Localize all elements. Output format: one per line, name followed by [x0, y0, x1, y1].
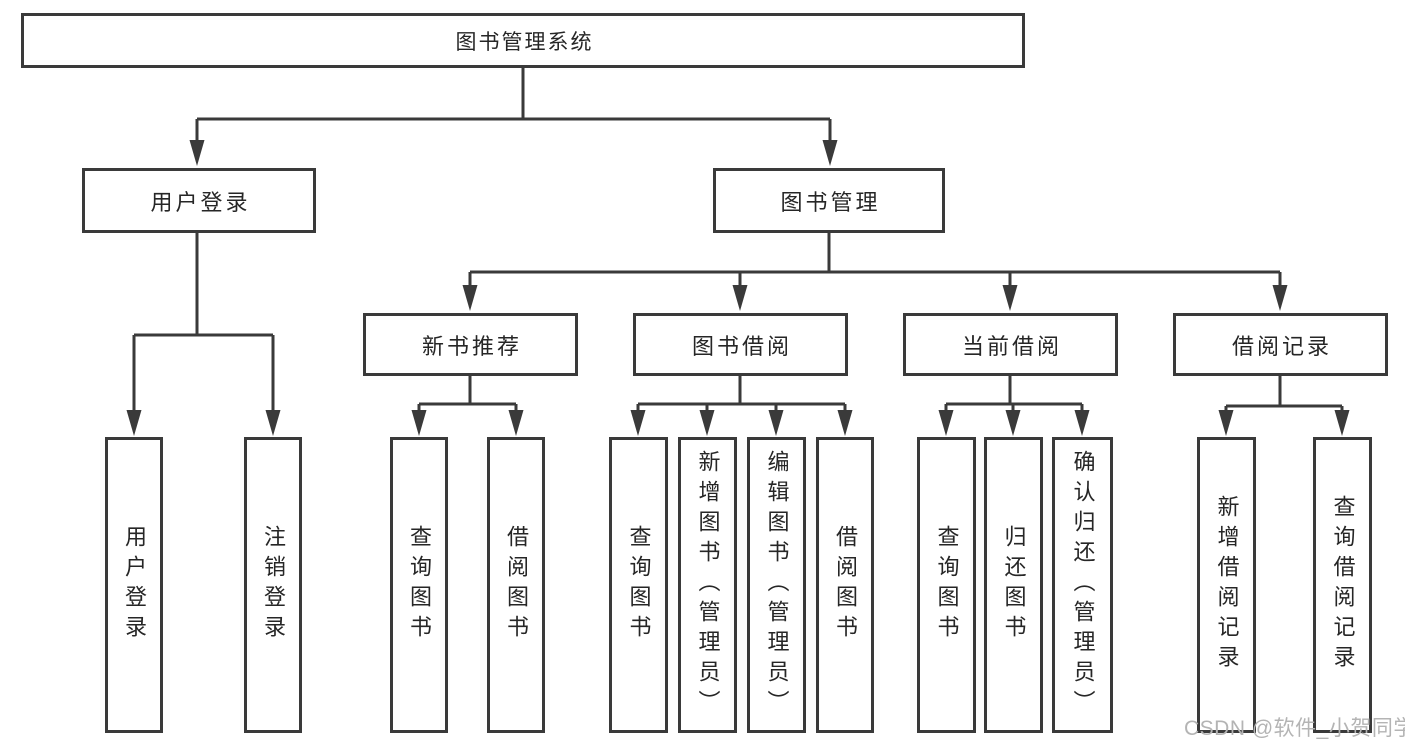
node-borrow-records: 借阅记录 [1173, 313, 1388, 376]
arrowhead [732, 285, 748, 311]
leaf-bb-query-books: 查询图书 [609, 437, 668, 733]
node-book-borrow: 图书借阅 [633, 313, 848, 376]
node-current-borrow: 当前借阅 [903, 313, 1118, 376]
arrowhead [1334, 410, 1350, 436]
arrowhead [462, 285, 478, 311]
arrowhead [189, 140, 205, 166]
node-library-management-system: 图书管理系统 [21, 13, 1025, 68]
arrowhead [822, 140, 838, 166]
arrowhead [1005, 410, 1021, 436]
node-label: 新书推荐 [421, 333, 522, 359]
arrowhead [938, 410, 954, 436]
arrowhead [1002, 285, 1018, 311]
node-label: 归还图书 [1001, 525, 1027, 645]
connector-user-login-children [126, 233, 281, 436]
leaf-cb-confirm-return-admin: 确认归还（管理员） [1052, 437, 1113, 733]
leaf-nbr-query-books: 查询图书 [390, 437, 448, 733]
node-label: 查询借阅记录 [1330, 495, 1356, 675]
node-label: 借阅图书 [833, 525, 858, 645]
node-label: 新增图书（管理员） [695, 450, 721, 720]
connector-new-book-recommend-children [411, 376, 524, 436]
arrowhead [768, 410, 784, 436]
node-label: 确认归还（管理员） [1070, 450, 1096, 720]
leaf-br-add-borrow-record: 新增借阅记录 [1197, 437, 1256, 733]
node-label: 查询图书 [626, 525, 652, 645]
connector-book-management-children [462, 233, 1288, 311]
node-label: 图书管理系统 [455, 30, 594, 54]
leaf-br-query-borrow-record: 查询借阅记录 [1313, 437, 1372, 733]
node-label: 编辑图书（管理员） [764, 450, 790, 720]
connector-borrow-records-children [1218, 376, 1350, 436]
node-label: 用户登录 [150, 189, 251, 215]
connector-root-to-level2 [189, 68, 838, 166]
leaf-cb-query-books: 查询图书 [917, 437, 976, 733]
arrowhead [126, 410, 142, 436]
arrowhead [508, 410, 524, 436]
csdn-watermark: CSDN @软件_小贺同学 [1184, 717, 1405, 740]
node-label: 用户登录 [122, 525, 147, 645]
node-label: 图书管理 [780, 189, 881, 215]
arrowhead [265, 410, 281, 436]
leaf-user-login: 用户登录 [105, 437, 163, 733]
node-label: 查询图书 [407, 525, 432, 645]
arrowhead [411, 410, 427, 436]
node-label: 借阅记录 [1231, 333, 1332, 359]
leaf-bb-edit-books-admin: 编辑图书（管理员） [747, 437, 806, 733]
node-label: 借阅图书 [504, 525, 529, 645]
leaf-cb-return-books: 归还图书 [984, 437, 1043, 733]
connector-book-borrow-children [630, 376, 853, 436]
node-label: 查询图书 [934, 525, 960, 645]
arrowhead [630, 410, 646, 436]
leaf-logout: 注销登录 [244, 437, 302, 733]
arrowhead [1272, 285, 1288, 311]
arrowhead [699, 410, 715, 436]
leaf-bb-borrow-books: 借阅图书 [816, 437, 874, 733]
node-user-login: 用户登录 [82, 168, 316, 233]
leaf-nbr-borrow-books: 借阅图书 [487, 437, 545, 733]
node-book-management: 图书管理 [713, 168, 945, 233]
arrowhead [1218, 410, 1234, 436]
connector-current-borrow-children [938, 376, 1090, 436]
node-label: 图书借阅 [691, 333, 792, 359]
arrowhead [1074, 410, 1090, 436]
node-label: 当前借阅 [961, 333, 1062, 359]
arrowhead [837, 410, 853, 436]
leaf-bb-add-books-admin: 新增图书（管理员） [678, 437, 737, 733]
node-label: 注销登录 [261, 525, 286, 645]
node-new-book-recommend: 新书推荐 [363, 313, 578, 376]
node-label: 新增借阅记录 [1214, 495, 1240, 675]
